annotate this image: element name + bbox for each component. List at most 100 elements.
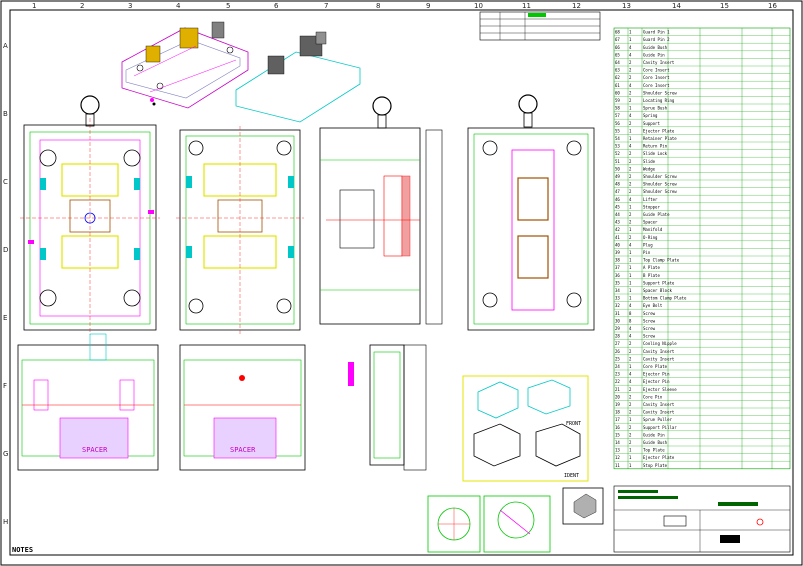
bom-cell: 44 — [615, 212, 620, 217]
bom-cell: 35 — [615, 280, 620, 285]
bom-cell: 2 — [629, 410, 632, 415]
bom-cell: Cavity Insert — [643, 60, 675, 65]
bom-cell: 12 — [615, 455, 620, 460]
bom-cell: Wedge — [643, 166, 656, 171]
bom-cell: 8 — [629, 311, 632, 316]
zone-number: 9 — [426, 2, 431, 10]
bom-cell: 1 — [629, 204, 632, 209]
bom-cell: Stop Plate — [643, 463, 668, 468]
zone-number: 14 — [672, 2, 681, 10]
bom-cell: 2 — [629, 159, 632, 164]
bom-cell: 38 — [615, 258, 620, 263]
zone-number: 4 — [176, 2, 181, 10]
bom-cell: Locating Ring — [643, 98, 675, 103]
bom-cell: 1 — [629, 128, 632, 133]
bom-cell: Shoulder Screw — [643, 90, 677, 95]
bom-cell: Stopper — [643, 204, 660, 209]
zone-number: 7 — [324, 2, 329, 10]
bom-cell: Ejector Pin — [643, 372, 670, 377]
bom-cell: 1 — [629, 288, 632, 293]
bom-cell: 59 — [615, 98, 620, 103]
bom-cell: 24 — [615, 364, 620, 369]
bom-cell: 2 — [629, 182, 632, 187]
zone-letter: H — [3, 518, 9, 526]
bom-cell: Support Plate — [643, 280, 675, 285]
plan-view-1 — [20, 95, 160, 335]
bom-cell: Shoulder Screw — [643, 182, 677, 187]
bom-cell: 4 — [629, 113, 632, 118]
zone-number: 5 — [226, 2, 231, 10]
zone-number: 8 — [376, 2, 381, 10]
bom-cell: Guide Pin — [643, 52, 665, 57]
bom-cell: Screw — [643, 318, 656, 323]
bom-cell: 4 — [629, 144, 632, 149]
bom-cell: 26 — [615, 349, 620, 354]
bom-cell: 2 — [629, 432, 632, 437]
bom-cell: 2 — [629, 220, 632, 225]
zone-number: 6 — [274, 2, 279, 10]
bom-cell: Cavity Insert — [643, 410, 675, 415]
bom-cell: Guide Bush — [643, 45, 668, 50]
bom-cell: Core Pin — [643, 394, 663, 399]
bom-cell: 22 — [615, 379, 620, 384]
bom-cell: 4 — [629, 326, 632, 331]
bom-cell: Sprue Bush — [643, 106, 668, 111]
bom-cell: 47 — [615, 189, 620, 194]
bom-cell: 2 — [629, 189, 632, 194]
bom-cell: Cavity Insert — [643, 402, 675, 407]
bom-cell: 4 — [629, 45, 632, 50]
bom-cell: 2 — [629, 151, 632, 156]
bom-cell: 2 — [629, 402, 632, 407]
bom-cell: 2 — [629, 235, 632, 240]
bom-cell: 41 — [615, 235, 620, 240]
detail-view-2 — [483, 495, 551, 553]
bom-cell: 1 — [629, 463, 632, 468]
bom-cell: Spacer — [643, 220, 658, 225]
bom-cell: 30 — [615, 318, 620, 323]
bom-cell: Shoulder Screw — [643, 189, 677, 194]
sheet-inner-frame — [9, 9, 794, 556]
bom-cell: 4 — [629, 379, 632, 384]
bom-cell: Ejector Plate — [643, 455, 675, 460]
zone-number: 13 — [622, 2, 631, 10]
bom-cell: 68 — [615, 30, 620, 35]
bom-cell: Screw — [643, 311, 656, 316]
bom-cell: 4 — [629, 334, 632, 339]
zone-number: 2 — [80, 2, 85, 10]
bom-cell: 64 — [615, 60, 620, 65]
bom-cell: 2 — [629, 75, 632, 80]
bom-cell: 57 — [615, 113, 620, 118]
bom-cell: 40 — [615, 242, 620, 247]
bom-cell: 1 — [629, 296, 632, 301]
bom-cell: 66 — [615, 45, 620, 50]
bom-cell: 13 — [615, 448, 620, 453]
bom-cell: Guard Pin 2 — [643, 37, 670, 42]
bom-cell: Top Plate — [643, 448, 665, 453]
detail-caption-front: FRONT — [566, 421, 582, 427]
bom-cell: 1 — [629, 265, 632, 270]
bom-cell: 37 — [615, 265, 620, 270]
bom-cell: 14 — [615, 440, 620, 445]
bom-cell: 4 — [629, 83, 632, 88]
bom-cell: Plug — [643, 242, 653, 247]
bom-cell: Core Insert — [643, 75, 670, 80]
bom-cell: 23 — [615, 372, 620, 377]
bom-cell: Screw — [643, 326, 656, 331]
plan-view-2 — [176, 126, 304, 335]
bom-cell: 1 — [629, 448, 632, 453]
title-block — [613, 485, 791, 553]
bom-cell: 17 — [615, 417, 620, 422]
detail-view-1 — [427, 495, 481, 553]
bom-cell: 1 — [629, 273, 632, 278]
zone-number: 12 — [572, 2, 581, 10]
section-view-a — [17, 333, 159, 471]
bom-cell: Cavity Insert — [643, 356, 675, 361]
bom-cell: 65 — [615, 52, 620, 57]
bom-cell: 2 — [629, 341, 632, 346]
revision-table — [479, 11, 601, 41]
bom-cell: 46 — [615, 197, 620, 202]
bom-cell: 4 — [629, 372, 632, 377]
isometric-view-assembly — [121, 21, 249, 109]
detail-caption-ident: IDENT — [564, 473, 580, 479]
bom-cell: 8 — [629, 318, 632, 323]
